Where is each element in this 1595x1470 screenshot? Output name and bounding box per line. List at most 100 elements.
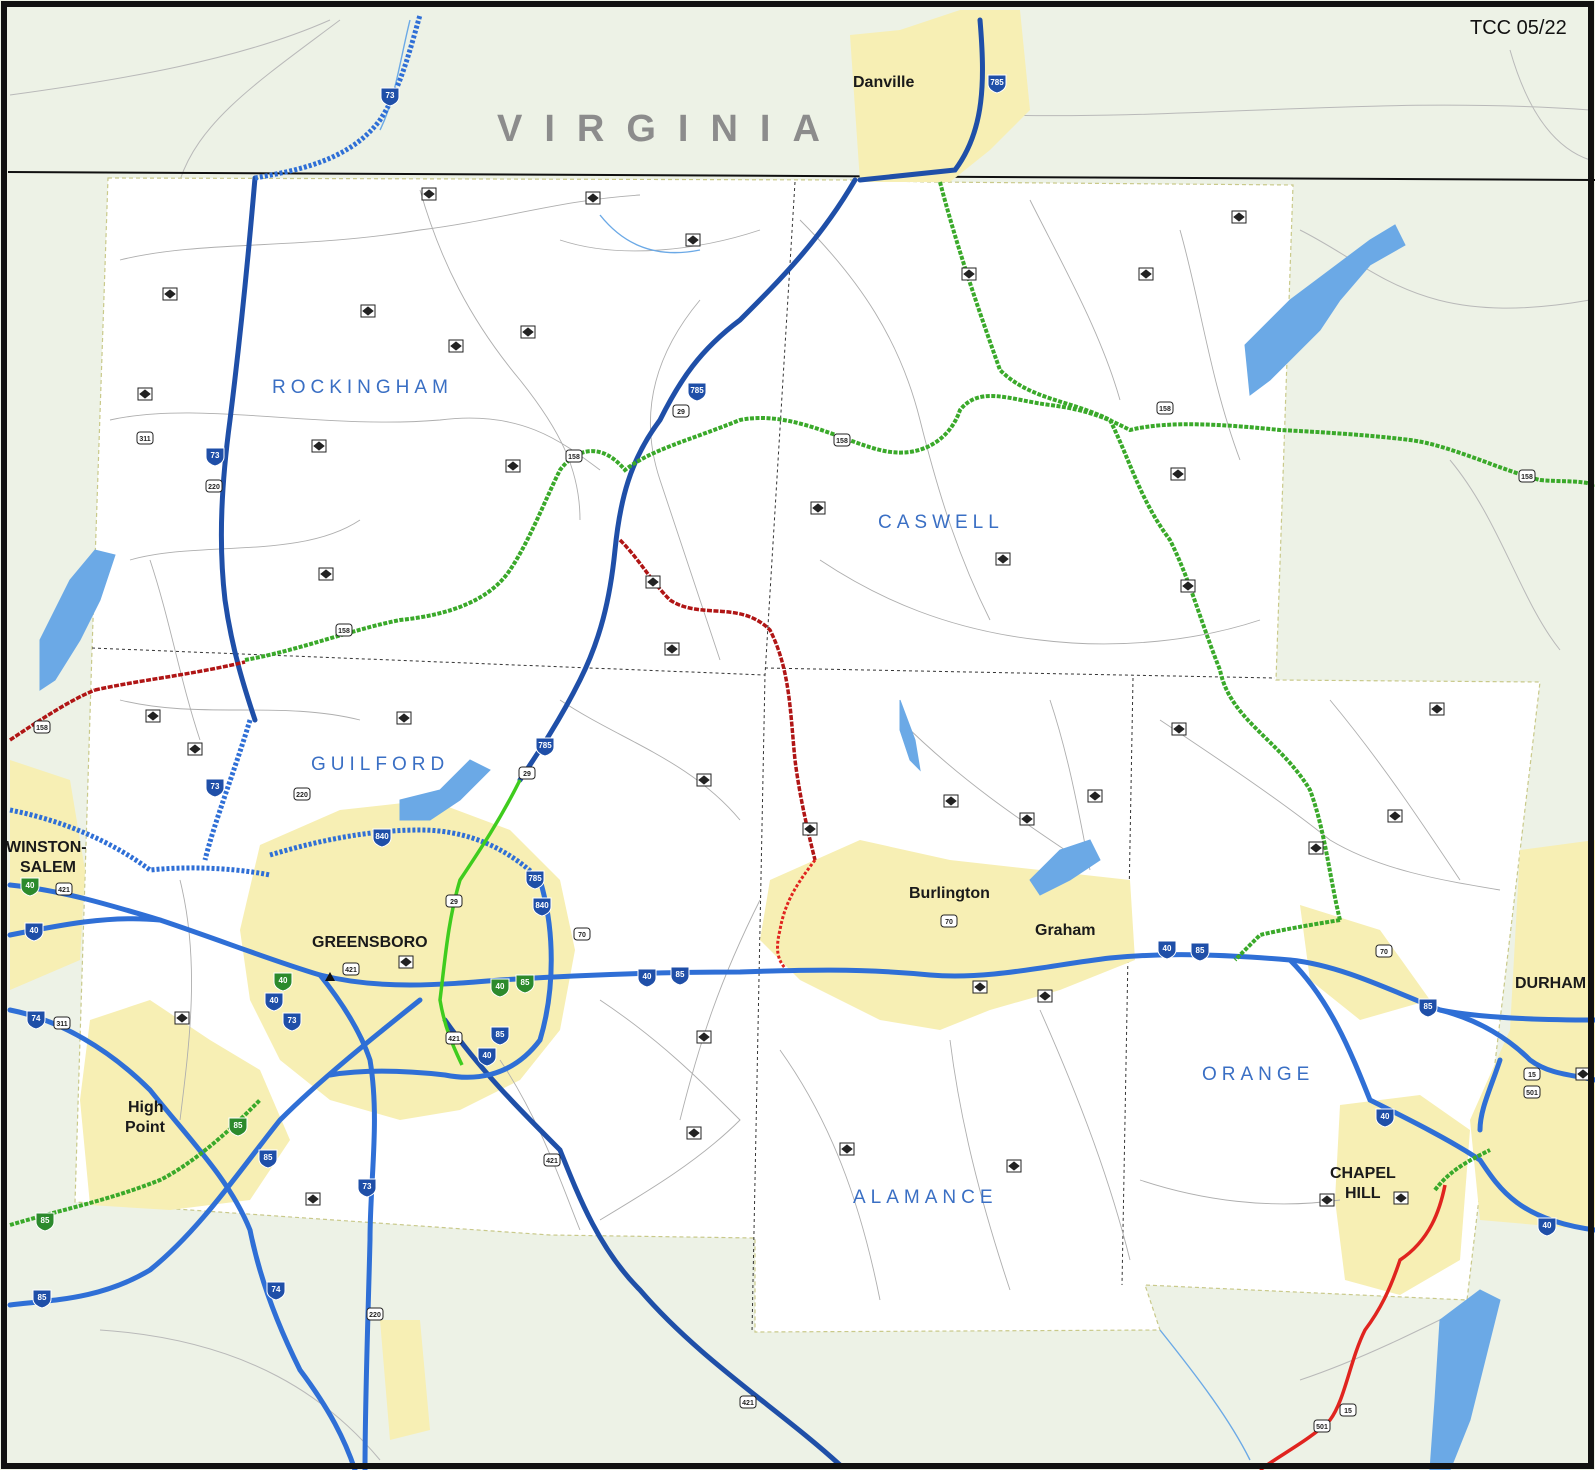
us-route-shield-icon: 70 [573, 927, 591, 941]
state-route-icon [1393, 1191, 1409, 1205]
state-route-icon [802, 822, 818, 836]
state-route-icon [187, 742, 203, 756]
state-route-icon [174, 1011, 190, 1025]
shield-number: 421 [448, 1036, 460, 1043]
shield-number: 15 [1528, 1072, 1536, 1079]
state-route-icon [1575, 1067, 1591, 1081]
shield-number: 40 [270, 996, 279, 1005]
shield-number: 421 [742, 1400, 754, 1407]
interstate-shield-icon: 40 [1157, 940, 1177, 960]
interstate-shield-icon: 40 [1375, 1108, 1395, 1128]
shield-number: 785 [528, 874, 542, 883]
interstates-dashed [9, 14, 542, 882]
shield-number: 158 [338, 628, 350, 635]
city-label-winston-salem-2: SALEM [20, 859, 76, 876]
interstate-shield-icon: 73 [380, 87, 400, 107]
us-route-shield-icon: 29 [445, 894, 463, 908]
city-label-chapel-hill-2: HILL [1345, 1185, 1381, 1202]
shield-number: 73 [363, 1182, 372, 1191]
shield-number: 501 [1316, 1424, 1328, 1431]
city-label-burlington: Burlington [909, 885, 990, 902]
interstate-shield-icon: 40 [637, 968, 657, 988]
city-label-chapel-hill-1: CHAPEL [1330, 1165, 1396, 1182]
interstate-shield-icon: 85 [32, 1289, 52, 1309]
us-route-shield-icon: 421 [342, 962, 360, 976]
minor-roads [109, 189, 1501, 1301]
routes-red [9, 538, 817, 861]
shield-number: 40 [26, 881, 35, 890]
interstate-shield-icon: 40 [477, 1047, 497, 1067]
state-route-icon [505, 459, 521, 473]
city-marker-icon [325, 972, 335, 981]
shield-number: 70 [1380, 949, 1388, 956]
us-route-shield-icon: 158 [565, 449, 583, 463]
interstate-shield-icon: 840 [532, 897, 552, 917]
us-route-shield-icon: 220 [366, 1307, 384, 1321]
state-route-icon [421, 187, 437, 201]
shield-number: 73 [386, 91, 395, 100]
state-route-icon [311, 439, 327, 453]
city-label-danville: Danville [853, 74, 914, 91]
shield-number: 85 [264, 1153, 273, 1162]
interstate-shield-icon: 785 [525, 870, 545, 890]
county-label-rockingham: ROCKINGHAM [272, 377, 453, 398]
city-label-high-point-2: Point [125, 1119, 166, 1136]
state-route-markers [137, 187, 1591, 1207]
shield-number: 158 [836, 438, 848, 445]
shield-number: 40 [1543, 1221, 1552, 1230]
shield-number: 311 [56, 1021, 67, 1028]
state-route-icon [520, 325, 536, 339]
city-label-graham: Graham [1035, 922, 1095, 939]
shield-number: 421 [546, 1158, 558, 1165]
shield-number: 85 [676, 970, 685, 979]
state-route-icon [1171, 722, 1187, 736]
state-route-icon [305, 1192, 321, 1206]
state-route-icon [448, 339, 464, 353]
shield-number: 220 [369, 1312, 381, 1319]
shield-number: 840 [375, 832, 389, 841]
shield-number: 501 [1526, 1090, 1538, 1097]
us-route-shield-icon: 311 [53, 1016, 71, 1030]
state-route-icon [1387, 809, 1403, 823]
city-label-greensboro: GREENSBORO [312, 934, 428, 951]
interstate-shield-icon: 73 [205, 778, 225, 798]
business-shield-icon: 85 [35, 1212, 55, 1232]
state-route-icon [961, 267, 977, 281]
rivers [379, 19, 1251, 1461]
state-route-icon [1231, 210, 1247, 224]
state-route-icon [943, 794, 959, 808]
us-route-shield-icon: 158 [33, 720, 51, 734]
state-route-icon [585, 191, 601, 205]
us-route-shield-icon: 158 [1518, 469, 1536, 483]
state-route-icon [1180, 579, 1196, 593]
shield-number: 40 [1163, 944, 1172, 953]
us-route-shield-icon: 158 [833, 433, 851, 447]
state-route-icon [137, 387, 153, 401]
shield-number: 29 [450, 899, 458, 906]
business-shield-icon: 85 [228, 1117, 248, 1137]
state-border [7, 171, 1595, 181]
shield-number: 70 [578, 932, 586, 939]
shield-number: 85 [496, 1030, 505, 1039]
interstate-shield-icon: 840 [372, 828, 392, 848]
shield-number: 421 [58, 887, 70, 894]
us-route-shield-icon: 158 [335, 623, 353, 637]
shield-number: 158 [568, 454, 580, 461]
interstate-shield-icon: 785 [535, 737, 555, 757]
us-route-shield-icon: 421 [739, 1395, 757, 1409]
county-label-caswell: CASWELL [878, 512, 1004, 533]
water-bodies [39, 224, 1501, 1470]
business-shield-icon: 40 [273, 972, 293, 992]
shield-number: 29 [677, 409, 685, 416]
interstates [7, 877, 1595, 1470]
state-route-icon [1138, 267, 1154, 281]
outside-roads [9, 19, 1591, 1461]
us-route-shield-icon: 29 [518, 766, 536, 780]
shield-number: 220 [208, 484, 220, 491]
interstate-shield-icon: 85 [490, 1026, 510, 1046]
interstate-shield-icon: 785 [987, 74, 1007, 94]
state-route-icon [145, 709, 161, 723]
us-route-shield-icon: 158 [1156, 401, 1174, 415]
state-route-icon [1319, 1193, 1335, 1207]
interstate-shield-icon: 73 [357, 1178, 377, 1198]
